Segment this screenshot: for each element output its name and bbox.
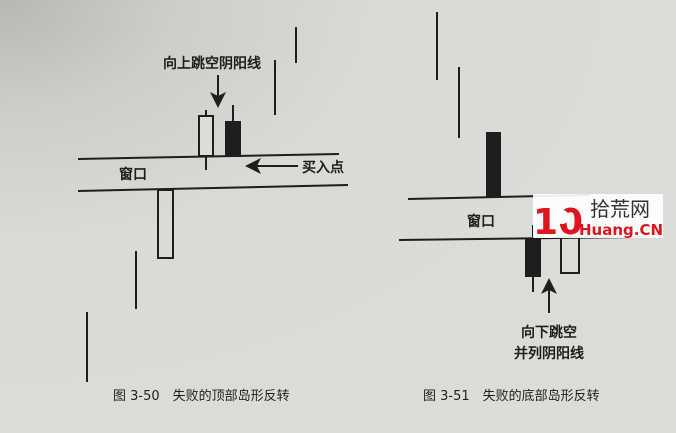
window-top-line (77, 153, 340, 160)
hollow-candle (198, 115, 214, 157)
buy-point-label: 买入点 (302, 159, 344, 176)
window-label: 窗口 (467, 213, 495, 230)
black-candle (225, 121, 241, 157)
gap-down-annotation-line2: 并列阴阳线 (514, 345, 584, 362)
black-candle (486, 132, 501, 198)
caption-right: 图 3-51 失败的底部岛形反转 (423, 388, 600, 404)
figure-right (398, 12, 641, 313)
gap-down-annotation-line1: 向下跳空 (521, 324, 577, 341)
window-label: 窗口 (119, 166, 147, 183)
black-candle (525, 239, 541, 277)
figure-left (77, 27, 349, 382)
hollow-candle (157, 189, 174, 259)
watermark-logo: 10 拾荒网 Huang.CN (533, 194, 663, 243)
window-bottom-line (77, 184, 349, 192)
gap-up-annotation: 向上跳空阴阳线 (163, 55, 261, 72)
gear-icon (555, 210, 569, 224)
site-name: 拾荒网 (590, 197, 650, 221)
caption-left: 图 3-50 失败的顶部岛形反转 (113, 388, 290, 404)
site-domain: Huang.CN (579, 221, 663, 239)
